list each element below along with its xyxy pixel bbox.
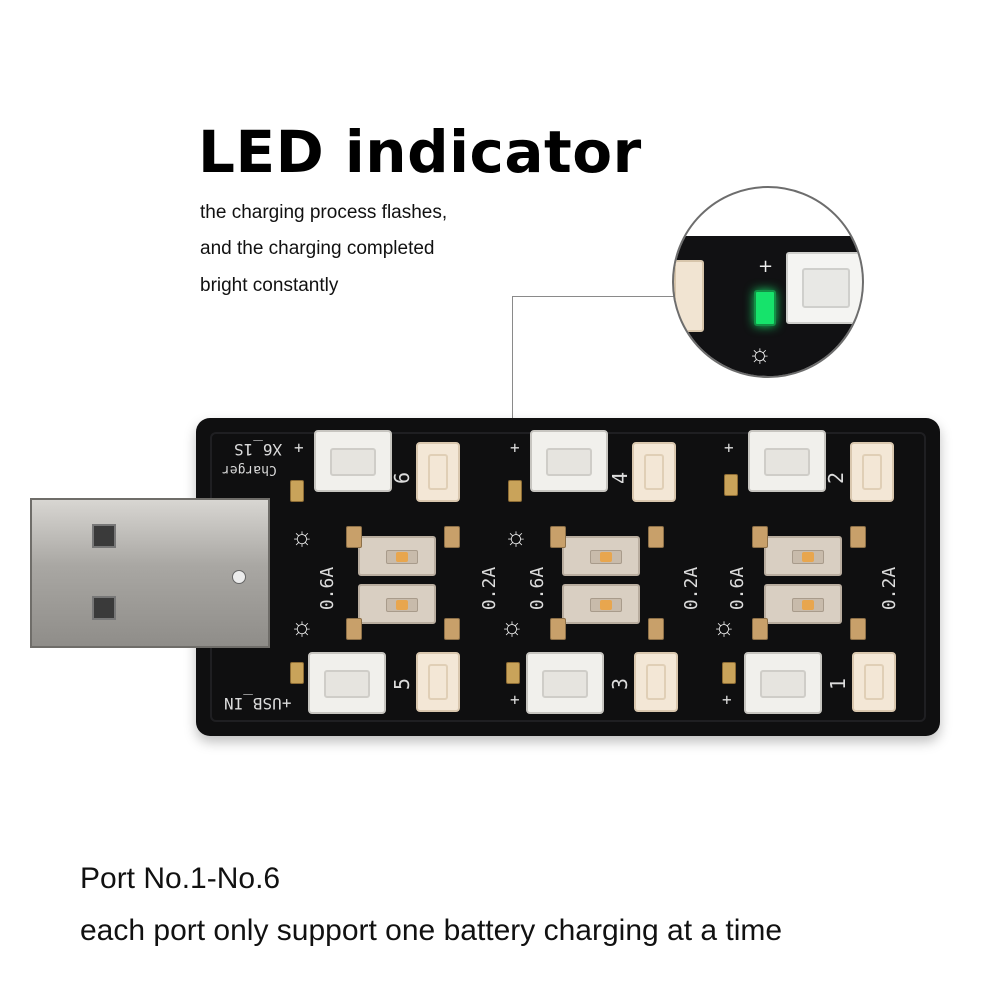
sun-led-icon: ☼	[290, 521, 314, 551]
usb-plug-icon	[30, 498, 270, 648]
current-high-label: 0.6A	[727, 566, 749, 611]
port-4-connector	[530, 430, 608, 492]
port-2-connector	[748, 430, 826, 492]
switch-ports-5-6-bottom	[358, 584, 436, 624]
current-high-label: 0.6A	[317, 566, 339, 611]
zoom-led-green-icon	[754, 290, 776, 326]
switch-ports-1-2-top	[764, 536, 842, 576]
zoom-plus-label: +	[758, 256, 774, 277]
callout-line-horizontal	[512, 296, 682, 297]
description-line-1: the charging process flashes,	[200, 202, 448, 223]
port-6-led-icon	[290, 480, 304, 502]
port-2-side-connector	[850, 442, 894, 502]
port-4-side-connector	[632, 442, 676, 502]
pad	[850, 618, 866, 640]
zoom-circle: + ☼	[672, 186, 864, 378]
zoom-side-connector	[674, 260, 704, 332]
port-3-connector	[526, 652, 604, 714]
usb-plug-hole	[92, 524, 116, 548]
port-3-led-icon	[506, 662, 520, 684]
sun-led-icon: ☼	[290, 611, 314, 641]
current-low-label: 0.2A	[879, 566, 901, 611]
switch-ports-1-2-bottom	[764, 584, 842, 624]
headline: LED indicator	[198, 118, 642, 186]
sun-led-icon: ☼	[500, 611, 524, 641]
pad	[550, 618, 566, 640]
pad	[346, 618, 362, 640]
zoom-connector	[786, 252, 862, 324]
port-4-led-icon	[508, 480, 522, 502]
port-1-side-connector	[852, 652, 896, 712]
port-2-number: 2	[824, 471, 849, 485]
charger-label: Charger	[222, 462, 277, 477]
plus-label: +	[510, 438, 520, 457]
current-low-label: 0.2A	[681, 566, 703, 611]
model-label: X6_1S	[234, 440, 283, 459]
port-5-connector	[308, 652, 386, 714]
usb-in-label: +USB_IN	[224, 694, 292, 713]
switch-ports-5-6-top	[358, 536, 436, 576]
footer-line-2: each port only support one battery charg…	[80, 914, 783, 947]
current-low-label: 0.2A	[479, 566, 501, 611]
port-1-led-icon	[722, 662, 736, 684]
description-line-2: and the charging completed	[200, 238, 435, 259]
pad	[346, 526, 362, 548]
plus-label: +	[724, 438, 734, 457]
port-1-number: 1	[826, 677, 851, 691]
port-1-connector	[744, 652, 822, 714]
plus-label: +	[294, 438, 304, 457]
pad	[752, 618, 768, 640]
port-4-number: 4	[608, 471, 633, 485]
port-3-side-connector	[634, 652, 678, 712]
plus-label: +	[722, 690, 732, 709]
pad	[444, 618, 460, 640]
pad	[648, 618, 664, 640]
usb-plug-hole	[92, 596, 116, 620]
port-5-led-icon	[290, 662, 304, 684]
usb-plug-rivet	[232, 570, 246, 584]
pad	[550, 526, 566, 548]
port-6-number: 6	[390, 471, 415, 485]
charger-board: ☼ ☼ ☼ ☼ ☼ X6_1S Charger +USB_IN + + + + …	[196, 418, 940, 736]
callout-line-vertical	[512, 296, 513, 458]
pad	[648, 526, 664, 548]
pad	[850, 526, 866, 548]
port-3-number: 3	[608, 677, 633, 691]
port-6-side-connector	[416, 442, 460, 502]
current-high-label: 0.6A	[527, 566, 549, 611]
sun-led-icon: ☼	[504, 521, 528, 551]
sun-led-icon: ☼	[712, 611, 736, 641]
footer-line-1: Port No.1-No.6	[80, 862, 281, 895]
zoom-sun-led-icon: ☼	[748, 338, 772, 368]
switch-ports-3-4-top	[562, 536, 640, 576]
pad	[752, 526, 768, 548]
port-2-led-icon	[724, 474, 738, 496]
pad	[444, 526, 460, 548]
description-line-3: bright constantly	[200, 275, 339, 296]
port-5-side-connector	[416, 652, 460, 712]
plus-label: +	[510, 690, 520, 709]
switch-ports-3-4-bottom	[562, 584, 640, 624]
port-5-number: 5	[390, 677, 415, 691]
port-6-connector	[314, 430, 392, 492]
